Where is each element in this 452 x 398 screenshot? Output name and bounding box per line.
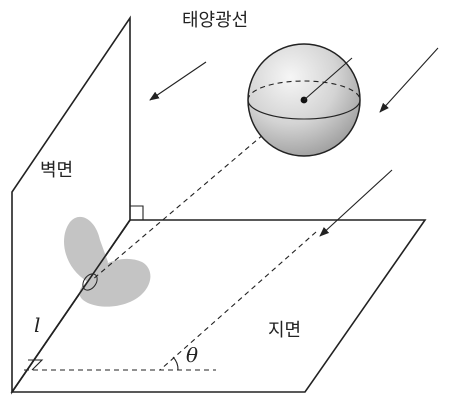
shadow-center-mark: [82, 273, 98, 291]
dashed-ground-ray: [159, 231, 317, 371]
line-l-label: l: [34, 313, 40, 337]
ground-label: 지면: [268, 320, 301, 341]
sun-arrow-top-right: [379, 47, 439, 113]
angle-theta-label: θ: [186, 343, 198, 367]
shadow-on-ground: [79, 258, 151, 307]
sunlight-label: 태양광선: [182, 10, 248, 31]
angle-arc: [172, 356, 179, 371]
right-angle-mark-top: [130, 205, 144, 220]
shadow-on-wall: [64, 216, 108, 282]
sun-arrow-left: [149, 61, 207, 101]
wall-label: 벽면: [40, 160, 73, 181]
right-angle-mark-bottom: [28, 359, 44, 371]
sun-arrow-mid-right: [319, 169, 393, 237]
line-l: [11, 219, 131, 393]
ray-extension: [303, 57, 353, 101]
